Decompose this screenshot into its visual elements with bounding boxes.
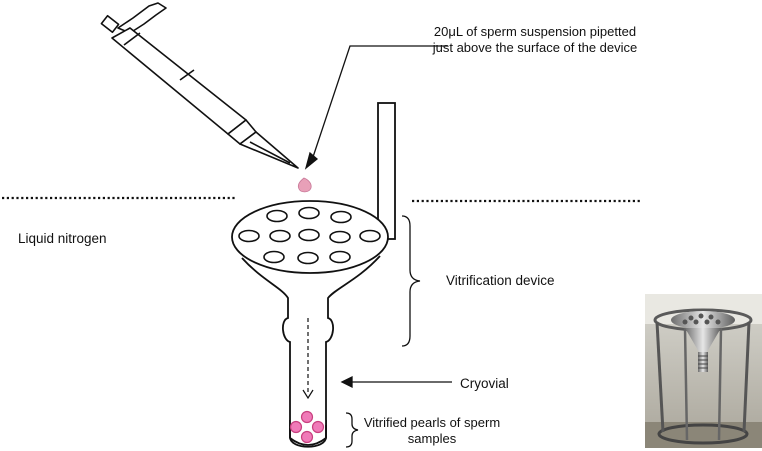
flow-arrow xyxy=(302,318,314,400)
pipette-icon xyxy=(100,2,299,169)
vitrification-device-icon xyxy=(231,102,396,438)
pearls-brace xyxy=(345,412,359,448)
liquid-nitrogen-surface xyxy=(2,196,640,203)
cryovial-arrow xyxy=(340,375,452,389)
vitrified-pearls xyxy=(289,410,325,444)
liquid-nitrogen-label: Liquid nitrogen xyxy=(18,231,107,246)
cryovial-label: Cryovial xyxy=(460,376,509,391)
device-brace xyxy=(401,215,421,347)
device-photo xyxy=(645,294,762,448)
pipette-arrow xyxy=(304,45,448,170)
pearls-label: Vitrified pearls of sperm samples xyxy=(363,415,501,446)
sperm-droplet xyxy=(297,177,312,193)
pipette-note-label: 20μL of sperm suspension pipetted just a… xyxy=(432,24,638,55)
vitrification-device-label: Vitrification device xyxy=(446,273,555,288)
